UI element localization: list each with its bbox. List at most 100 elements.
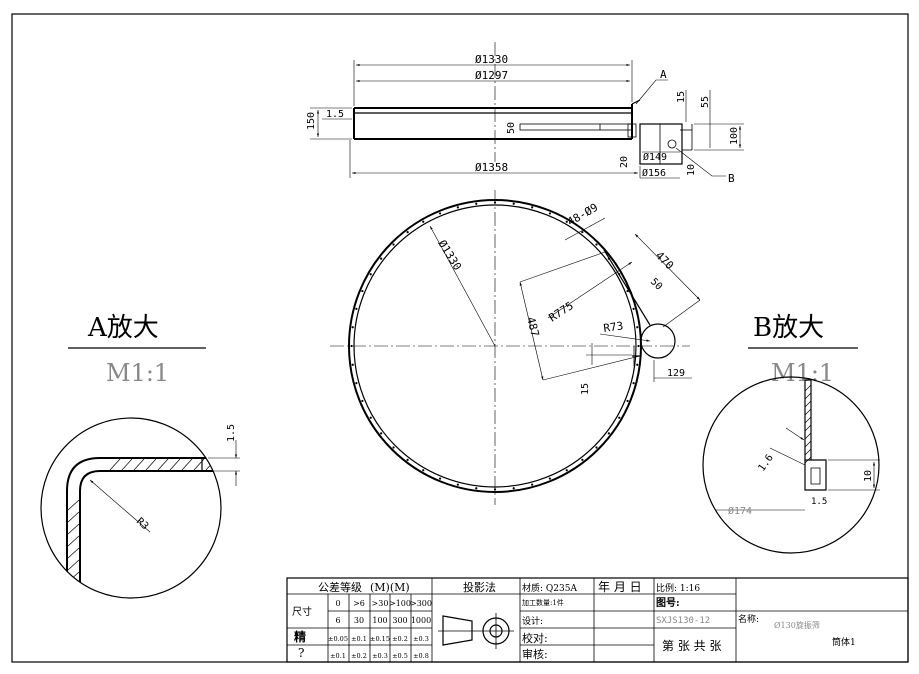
ratio: 比例: 1:16 <box>656 582 700 594</box>
name-value: Ø130旋振筛 <box>774 620 820 630</box>
bolt-hole <box>475 202 478 205</box>
bolt-hole <box>350 344 353 348</box>
bolt-hole <box>632 382 635 385</box>
detail-a-circle <box>40 417 222 599</box>
size-label: 尺寸 <box>292 605 312 618</box>
tol-cell: 6 <box>335 616 340 625</box>
dim-d1330-plan: Ø1330 <box>435 238 464 273</box>
bolt-hole <box>456 483 459 486</box>
outer-circle <box>348 199 642 493</box>
bolt-hole <box>512 202 515 205</box>
bolt-hole <box>636 363 639 366</box>
tol-cell: 100 <box>372 616 387 625</box>
sheet-label: 第 张 共 张 <box>662 639 721 653</box>
tol-cell: ±0.5 <box>392 652 408 660</box>
hatch-line <box>67 583 80 595</box>
bolt-hole <box>475 487 478 490</box>
dim-d156: Ø156 <box>642 167 666 179</box>
bolt-hole <box>438 477 442 480</box>
date-label: 年 月 日 <box>598 580 642 594</box>
detail-a-inner-profile <box>79 470 220 598</box>
dim-50-plan: 50 <box>648 276 664 292</box>
bolt-hole <box>531 206 534 209</box>
detail-b-hatching <box>804 384 812 464</box>
outlet-nozzle <box>639 123 683 165</box>
dim-150: 150 <box>306 112 317 130</box>
hatch-line <box>804 424 812 432</box>
bolt-hole <box>392 243 395 246</box>
ext-line <box>542 355 641 381</box>
dim-line <box>547 261 633 319</box>
detail-b-dim-10: 10 <box>863 470 874 482</box>
dim-15-right: 15 <box>676 91 687 103</box>
dim-d1297: Ø1297 <box>475 69 508 82</box>
bolt-hole <box>581 231 584 234</box>
dim-1-5-left: 1.5 <box>326 109 344 120</box>
hatch-line <box>145 458 157 471</box>
material: 材质: Q235A <box>522 582 577 594</box>
bolt-hole <box>369 273 372 276</box>
review-label: 审核: <box>522 647 548 661</box>
bolt-hole <box>351 326 354 329</box>
bolt-hole <box>565 469 568 472</box>
hatch-line <box>67 547 80 559</box>
detail-a-outer-profile <box>66 457 220 598</box>
section-view: Ø1330 Ø1297 Ø1358 150 1.5 50 20 Ø149 Ø15… <box>306 42 744 185</box>
detail-b-circle <box>702 376 880 554</box>
detail-b-dim-1-6: 1.6 <box>756 453 775 474</box>
tol-cell: ±0.2 <box>351 652 367 660</box>
detail-b-flange <box>804 459 827 491</box>
dim-d149: Ø149 <box>643 151 667 163</box>
detail-a-title: A放大 <box>87 313 159 343</box>
hatch-line <box>67 595 80 598</box>
qty: 加工数量:1件 <box>522 598 564 607</box>
dim-129: 129 <box>667 368 685 379</box>
hatch-line <box>193 458 205 471</box>
detail-b-title: B放大 <box>753 313 824 343</box>
dim-d1330-top: Ø1330 <box>475 53 508 66</box>
bolt-hole <box>626 289 629 293</box>
hatch-line <box>67 499 80 511</box>
bolt-hole <box>406 458 409 461</box>
dim-r775: R775 <box>547 299 576 324</box>
detail-b-dim-1-5: 1.5 <box>811 497 827 507</box>
hatch-line <box>67 523 80 535</box>
outlet-tangent-upper <box>603 249 651 326</box>
tol-cell: >6 <box>353 599 365 608</box>
bolt-hole <box>422 469 425 472</box>
label-b: B <box>728 172 735 185</box>
hatch-line <box>67 559 80 571</box>
tol-cell: 0 <box>335 599 340 608</box>
dim-20: 20 <box>619 156 630 168</box>
dim-line <box>599 333 651 342</box>
dim-line <box>519 281 544 381</box>
tol-title: 公差等级 <box>318 580 362 594</box>
hatch-line <box>804 440 812 448</box>
detail-b-dim-d174: Ø174 <box>728 505 752 517</box>
hatch-line <box>67 511 80 523</box>
bolt-hole <box>351 363 354 366</box>
bolt-hole <box>637 344 640 348</box>
hatch-line <box>133 458 145 471</box>
name-label: 名称: <box>738 613 759 625</box>
proj-label: 投影法 <box>463 580 496 594</box>
hatch-line <box>804 416 812 424</box>
tol-cell: 300 <box>392 616 407 625</box>
plan-view: Ø1330 48-Ø9 470 50 R775 487 R73 15 129 <box>330 190 701 505</box>
dim-50-section: 50 <box>506 122 517 134</box>
bolt-hole <box>438 212 442 215</box>
detail-b: B放大 M1:1 1.6 10 1.5 Ø174 <box>702 313 880 554</box>
dim-15-plan: 15 <box>580 383 591 395</box>
bolt-hole <box>548 477 552 480</box>
outlet-hole <box>667 139 677 149</box>
dim-100: 100 <box>729 127 740 145</box>
hatch-line <box>804 432 812 440</box>
dim-10: 10 <box>686 164 697 176</box>
tol-cell: ±0.1 <box>351 635 367 643</box>
bolt-holes <box>350 201 640 491</box>
hatch-line <box>109 458 121 471</box>
bolt-hole <box>548 212 552 215</box>
